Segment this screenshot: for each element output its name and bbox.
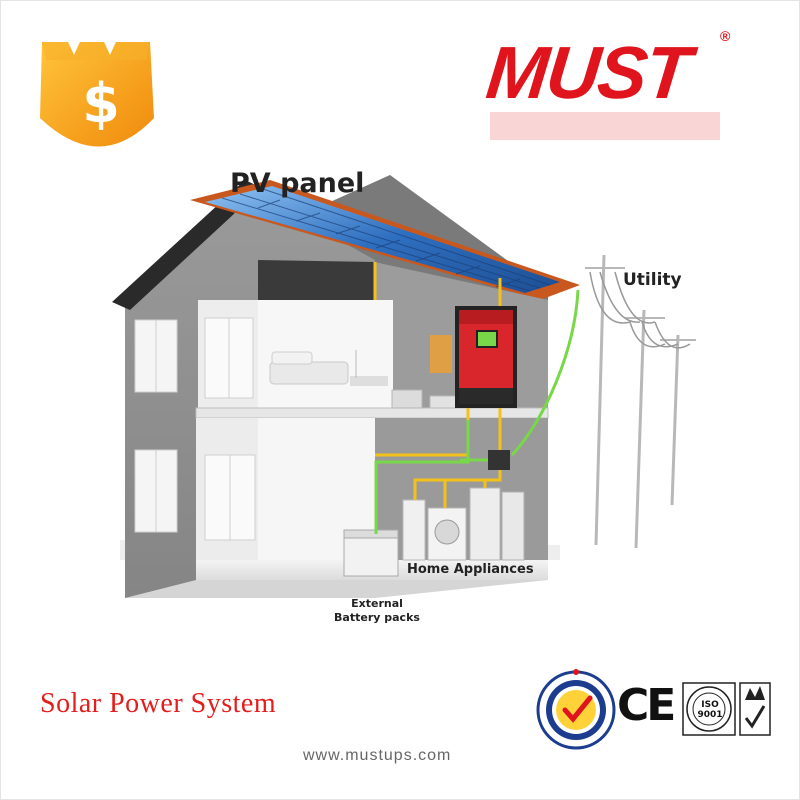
upper-floor <box>195 407 549 419</box>
pv-panel-label: PV panel <box>230 168 365 199</box>
website-link[interactable]: www.mustups.com <box>303 747 452 764</box>
page-title: Solar Power System <box>40 688 277 719</box>
home-appliances-label: Home Appliances <box>407 562 534 577</box>
battery-label-line1: External <box>351 597 403 610</box>
dollar-symbol: $ <box>82 72 120 135</box>
registered-mark: ® <box>720 28 731 44</box>
utility-poles <box>585 254 696 549</box>
home-appliances <box>402 487 525 561</box>
grid-wire <box>510 289 580 457</box>
battery-label-line2: Battery packs <box>334 611 420 624</box>
junction-box <box>488 450 510 470</box>
battery-packs-label: External Battery packs <box>322 597 432 625</box>
iso-line2: 9001 <box>697 710 723 720</box>
brand-logo: MUST <box>482 31 694 114</box>
iso-9001-badge-icon <box>682 682 736 736</box>
utility-label: Utility <box>623 270 682 290</box>
battery-pack <box>343 529 399 577</box>
iso-line1: ISO <box>701 700 719 710</box>
hybrid-inverter <box>455 306 517 408</box>
brand-reflection <box>490 112 720 140</box>
iso-badge-text: ISO 9001 <box>690 700 730 720</box>
sofa <box>269 361 349 385</box>
roof-underside <box>112 180 262 310</box>
dollar-shield-icon <box>40 42 154 147</box>
accreditation-mark-icon <box>739 682 771 736</box>
supplier-assessment-seal-icon <box>536 669 616 750</box>
ce-mark: CE <box>617 680 676 731</box>
